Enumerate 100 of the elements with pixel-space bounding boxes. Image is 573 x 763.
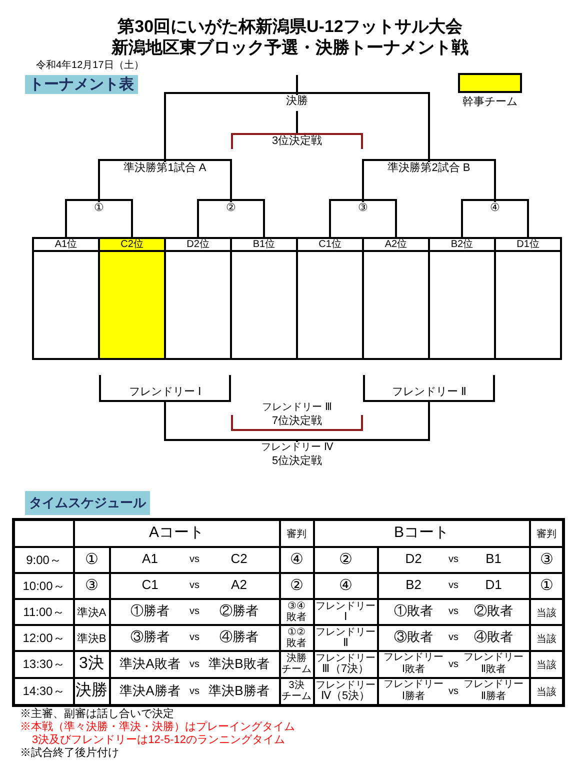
team-name: ④勝者 [218,629,260,646]
time-text: 14:30～ [22,684,65,698]
team-slot [32,237,100,360]
team-slot [296,237,364,360]
referee-text: ③ [540,550,553,568]
bracket-line [428,159,496,202]
vs-text: vs [190,684,200,698]
vs-text: vs [448,579,459,593]
slot-label: A2位 [384,240,408,250]
bracket-line [197,199,232,237]
bracket-label: 7位決定戦 [272,414,322,428]
vs-text: vs [448,631,459,645]
date-text: 令和4年12月17日（土） [36,60,144,72]
subtitle: 新潟地区東ブロック予選・決勝トーナメント戦 [112,37,468,58]
note-text: ※試合終了後片付け [20,746,119,760]
slot-label: C1位 [318,240,342,250]
referee-text: ① [540,576,553,594]
team-name: ④敗者 [473,629,514,646]
team-name: C2 [230,551,248,568]
bracket-label: ② [226,202,236,216]
team-name: D1 [484,577,503,594]
match-number: ③ [85,576,98,594]
bracket-frame [99,375,231,402]
bracket-line [329,199,364,237]
slot-label: A1位 [54,240,78,250]
team-name: A1 [141,551,159,568]
team-name: D2 [404,551,423,568]
bracket-label: フレンドリー Ⅳ [261,442,333,454]
bracket-line [461,199,496,237]
bracket-line [494,199,529,237]
team-name: ②敗者 [473,603,514,620]
team-slot [362,237,430,360]
match-number: 3決 [79,655,104,672]
note-text: ※主審、副審は話し合いで決定 [20,708,174,720]
team-name: フレンドリーⅠ敗者 [382,652,445,676]
team-slot [230,237,298,360]
bracket-label: ① [94,202,104,216]
team-name: A2 [230,577,248,594]
match-number: 準決A [76,606,106,618]
bracket-line [98,159,166,202]
bracket-line [230,199,265,237]
time-text: 11:00～ [23,604,64,618]
referee-text: チーム [282,691,312,702]
match-number: フレンドリー [316,680,376,691]
team-name: フレンドリーⅡ勝者 [462,678,525,704]
vs-text: vs [190,553,200,567]
team-name: ①勝者 [130,603,170,620]
bracket-line [296,111,298,133]
team-name: 準決B勝者 [208,682,270,700]
column-heading: 審判 [536,529,556,540]
match-number: フレンドリー [316,600,376,612]
bracket-line [164,92,298,162]
bracket-line [362,199,397,237]
team-name: B1 [484,551,502,568]
note-text: 3決及びフレンドリーは12-5-12のランニングタイム [31,734,286,746]
match-number: ④ [339,580,352,591]
match-number: フレンドリー [316,653,376,664]
team-name: フレンドリーⅠ勝者 [382,678,445,704]
column-heading: Bコート [394,524,450,542]
bracket-label: 準決勝第1試合 A [124,162,206,176]
match-number: Ⅰ [344,612,348,622]
referee-text: ② [290,580,304,591]
section-heading: トーナメント表 [25,75,138,94]
referee-text: ③④ [288,600,306,612]
vs-text: vs [448,605,459,619]
bracket-line [65,199,100,237]
vs-text: vs [448,658,459,672]
column-heading: 審判 [286,529,307,540]
referee-text: 決勝 [286,653,307,664]
team-name: ③敗者 [393,629,434,646]
referee-text: 当該 [536,634,556,644]
referee-text: 3決 [288,680,304,691]
bracket-frame [363,375,495,402]
referee-text: 敗者 [286,612,307,622]
team-slot [164,237,232,360]
legend-text: 幹事チーム [462,95,518,110]
bracket-label: ③ [358,202,368,216]
team-name: 準決A勝者 [118,682,182,700]
slot-label: D2位 [186,240,210,250]
bracket-line [296,402,430,442]
team-name: C1 [140,577,160,594]
vs-text: vs [190,631,200,645]
match-number: ① [85,550,98,568]
bracket-label: 3位決定戦 [272,135,322,149]
team-name: 準決B敗者 [208,656,270,672]
referee-text: ①② [288,626,306,638]
match-number: Ⅳ（5決） [320,691,370,702]
team-name: ②勝者 [218,603,260,620]
title: 第30回にいがた杯新潟県U-12フットサル大会 [118,16,462,37]
time-text: 10:00～ [22,578,65,592]
team-name: B2 [404,577,422,594]
section-heading: タイムスケジュール [25,491,150,515]
bracket-label: フレンドリー Ⅱ [392,386,466,400]
slot-label: C2位 [120,240,144,250]
bracket-line [362,159,430,202]
bracket-label: ④ [490,202,500,216]
bracket-label: フレンドリー Ⅰ [128,386,202,400]
time-text: 13:30～ [22,657,65,671]
referee-text: 当該 [536,687,556,698]
bracket-line [296,92,430,162]
